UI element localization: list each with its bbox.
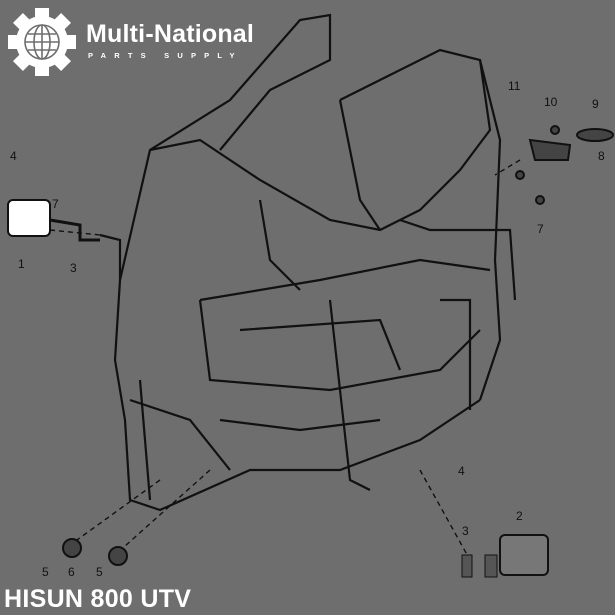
callout-10: 10 bbox=[544, 95, 558, 109]
callout-11: 11 bbox=[508, 79, 521, 93]
mirror-left bbox=[7, 199, 100, 242]
callout-9: 9 bbox=[592, 97, 599, 111]
callout-5b: 5 bbox=[96, 565, 103, 579]
callout-3: 3 bbox=[70, 261, 77, 275]
company-logo bbox=[8, 8, 78, 78]
callout-8: 8 bbox=[598, 149, 605, 163]
mirror-right bbox=[461, 534, 549, 578]
callout-3b: 3 bbox=[462, 524, 469, 538]
callout-7: 7 bbox=[52, 197, 59, 211]
callout-4: 4 bbox=[10, 149, 17, 163]
leader-lines bbox=[49, 159, 521, 561]
callout-labels: 1 2 3 3 4 4 5 5 6 7 7 8 9 10 11 bbox=[10, 79, 605, 579]
page-title: HISUN 800 UTV bbox=[4, 585, 192, 613]
callout-4b: 4 bbox=[458, 464, 465, 478]
gear-globe-icon bbox=[8, 8, 76, 76]
callout-2: 2 bbox=[516, 509, 523, 523]
grommets bbox=[62, 125, 614, 566]
callout-1: 1 bbox=[18, 257, 25, 271]
callout-5: 5 bbox=[42, 565, 49, 579]
callout-7b: 7 bbox=[537, 222, 544, 236]
callout-6: 6 bbox=[68, 565, 75, 579]
brand-name: Multi-National bbox=[86, 20, 255, 48]
utv-frame-drawing bbox=[99, 13, 517, 512]
brand-tagline: PARTS SUPPLY bbox=[88, 51, 243, 60]
